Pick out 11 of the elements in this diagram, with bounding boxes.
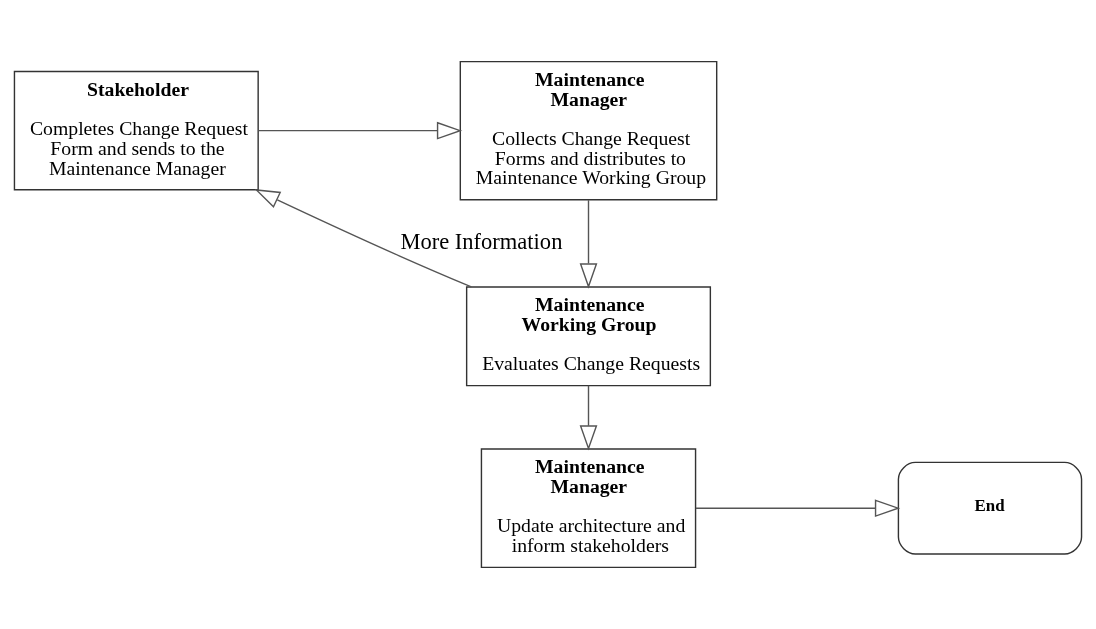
edge-label: More Information (400, 228, 563, 254)
arrow (695, 499, 901, 518)
node-box: Stakeholder Completes Change Request Form and sends to the Maintenance Manager (13, 70, 259, 191)
node-box: Maintenance Manager Collects Change Request Forms and distributes to Maintenance Working Group (459, 60, 718, 201)
arrow (579, 385, 598, 451)
node-box: Maintenance Working Group Evaluates Change Requests (465, 286, 712, 387)
arrow (579, 199, 598, 289)
node-box: Maintenance Manager Update architecture and inform stakeholders (480, 448, 697, 569)
node-box: End (897, 461, 1083, 555)
arrow (254, 189, 473, 288)
arrow (257, 121, 463, 140)
